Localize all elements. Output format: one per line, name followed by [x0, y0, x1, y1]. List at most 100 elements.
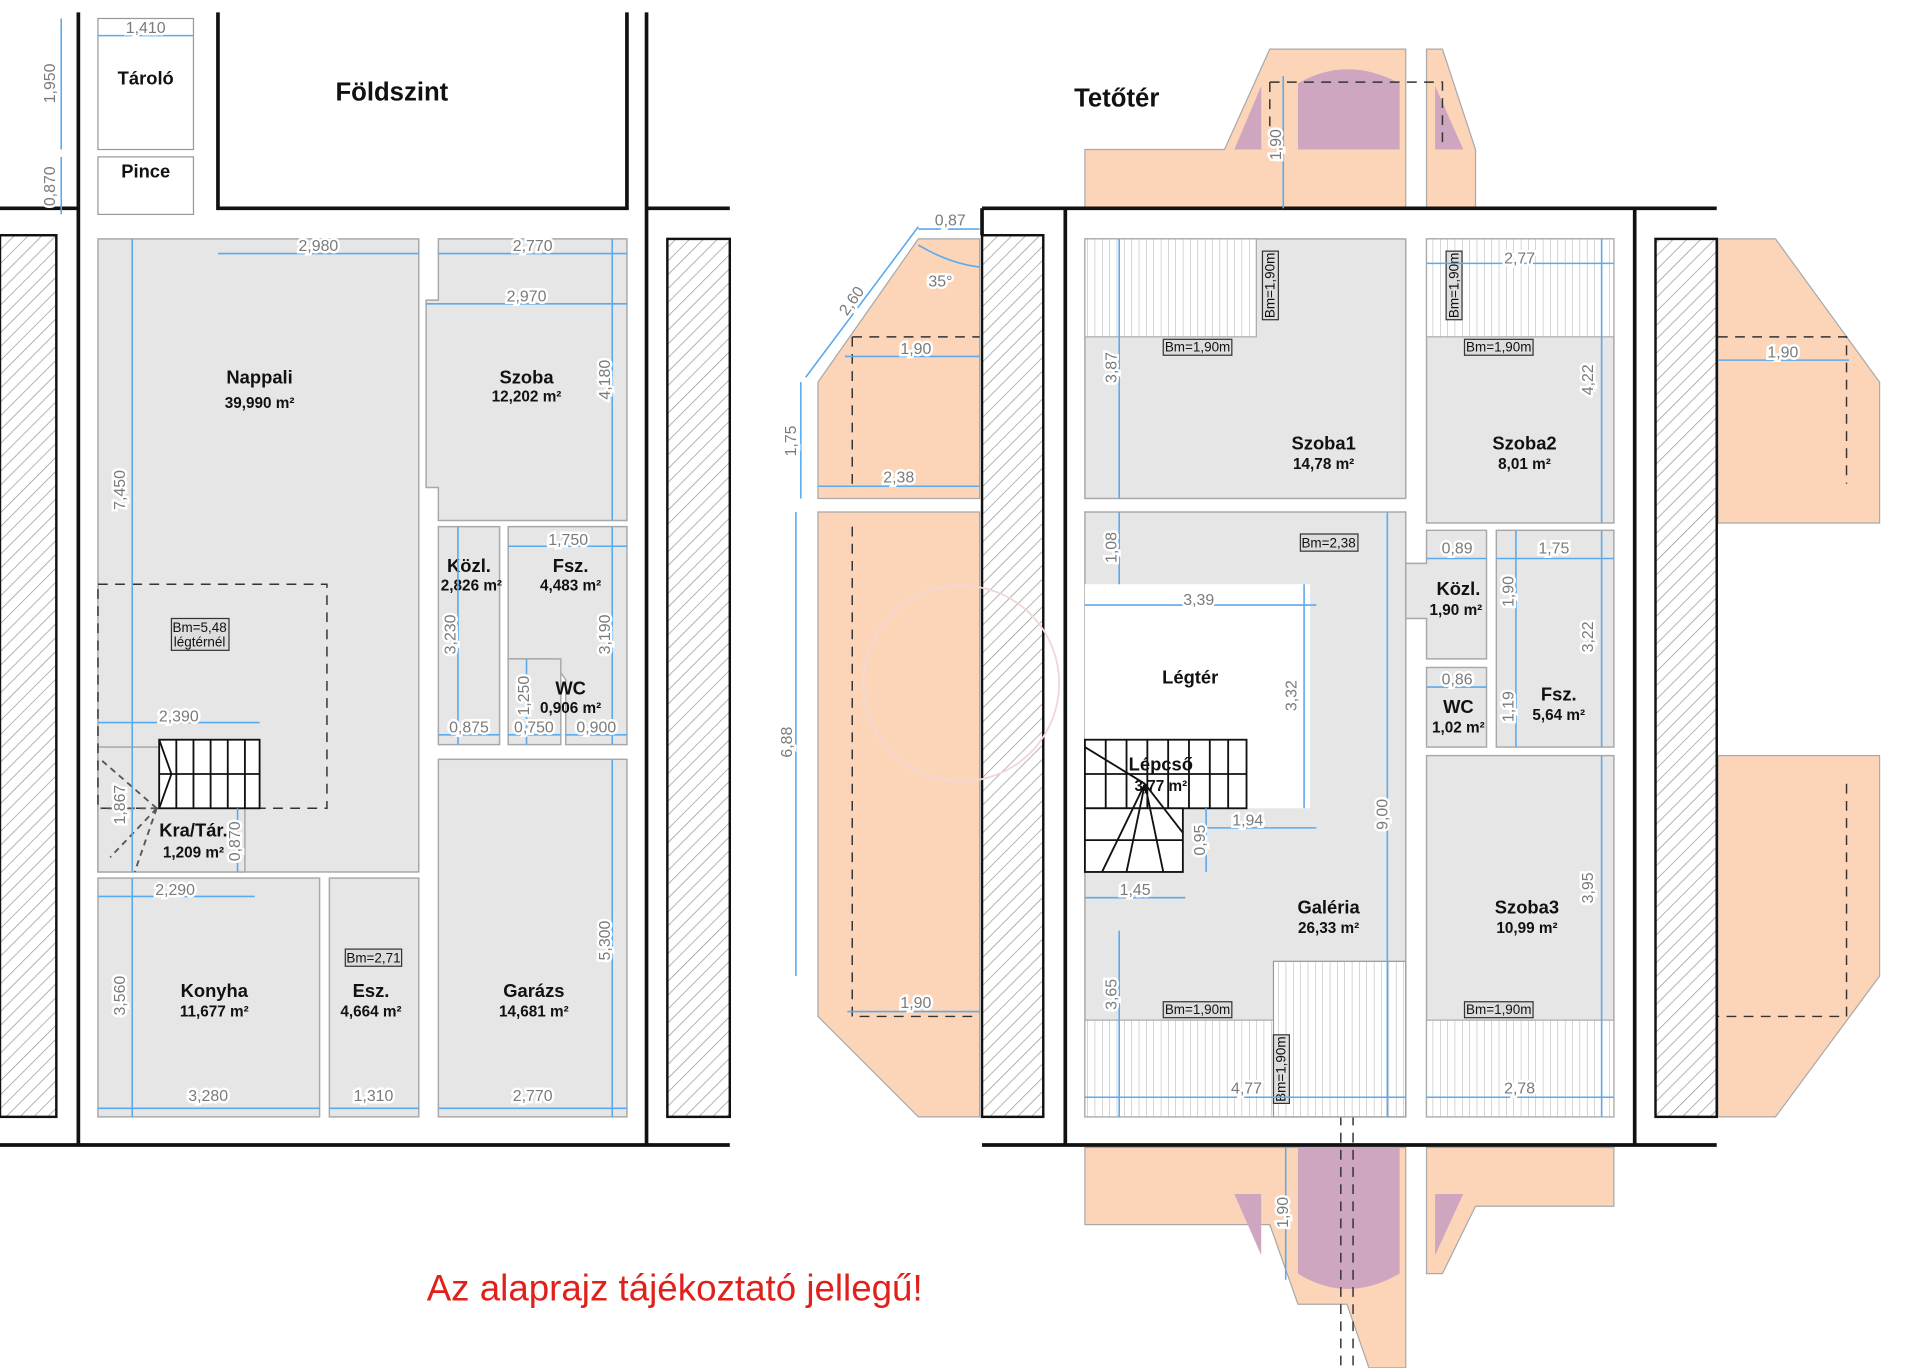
dimension-label: 4,22 [1580, 364, 1597, 395]
dimension-label: 6,88 [779, 727, 796, 758]
room-area: 14,78 m² [1293, 456, 1354, 473]
room-area: 11,677 m² [180, 1003, 249, 1020]
dimension-label: 0,87 [935, 212, 966, 229]
room-label: Közl. [447, 555, 491, 576]
dimension-label: 1,75 [783, 425, 800, 456]
room-area: 1,90 m² [1430, 602, 1483, 619]
dimension-label: 9,00 [1374, 799, 1391, 830]
ceiling-height-label: Bm=1,90m [1466, 1002, 1531, 1017]
room-label: Szoba [499, 366, 554, 387]
room-area: 1,02 m² [1432, 719, 1485, 736]
ceiling-height-label: Bm=1,90m [1165, 1002, 1230, 1017]
roof-gable-left-upper [817, 238, 981, 500]
room-label: Garázs [503, 980, 564, 1001]
room-area: 26,33 m² [1298, 920, 1359, 937]
room-area: 39,990 m² [225, 395, 295, 412]
room-wc [507, 658, 562, 746]
ground-floor-title: Földszint [335, 79, 448, 107]
dimension-label: 2,390 [159, 708, 199, 725]
room-label: Esz. [353, 980, 390, 1001]
dimension-label: 3,280 [188, 1088, 228, 1105]
room-label: Tároló [118, 68, 174, 89]
dimension-label: 3,230 [443, 614, 460, 654]
ceiling-height-label: Bm=1,90m [1466, 340, 1531, 355]
dimension-label: 0,89 [1442, 541, 1473, 558]
dimension-label: 0,870 [42, 166, 59, 206]
hatched-wall-right [666, 237, 732, 1119]
dimension-label: 1,950 [42, 63, 59, 103]
room-label: WC [1443, 696, 1474, 717]
room-label: Galéria [1297, 897, 1360, 918]
room-pince [97, 156, 195, 216]
dormer-bottom-right [1425, 1146, 1615, 1275]
room-area: 0,906 m² [540, 700, 601, 717]
room-area: 5,64 m² [1532, 707, 1585, 724]
ceiling-height-label: Bm=1,90m [1274, 1036, 1289, 1101]
room-wc [1425, 666, 1488, 748]
room-area: 10,99 m² [1496, 920, 1557, 937]
dimension-label: 1,90 [900, 995, 931, 1012]
attic-dimension-lines [795, 76, 1849, 1280]
room-label: Légtér [1162, 666, 1218, 687]
dimension-label: 3,22 [1580, 621, 1597, 652]
roof-gable-left-lower [817, 511, 981, 1118]
dimension-label: 1,94 [1232, 812, 1263, 829]
dimension-label: 1,90 [1275, 1197, 1292, 1228]
room-area: 4,483 m² [540, 577, 601, 594]
ceiling-height-label: Bm=5,48 [172, 620, 226, 635]
room-szoba [425, 238, 628, 522]
dimension-label: 2,970 [507, 288, 547, 305]
ceiling-height-label: Bm=2,38 [1301, 535, 1355, 550]
room-label: Szoba2 [1492, 433, 1556, 454]
room-area: 4,664 m² [340, 1003, 401, 1020]
dimension-label: 1,90 [1268, 129, 1285, 160]
dimension-label: 5,300 [597, 920, 614, 960]
dimension-label: 3,32 [1284, 680, 1301, 711]
dormer-bottom-window [1297, 1147, 1400, 1289]
dimension-label: 2,78 [1504, 1081, 1535, 1098]
room-kozl [1404, 529, 1488, 660]
dimension-label: 1,310 [354, 1088, 394, 1105]
outer-walls [0, 12, 730, 1147]
staircase-lepcso [1083, 738, 1248, 873]
room-label: Szoba1 [1292, 433, 1356, 454]
ground-floor-plan: Földszint Tároló Pince Nappali 39,990 m²… [0, 12, 732, 1147]
dimension-label: 35° [928, 274, 952, 291]
ceiling-height-note: légtérnél [174, 635, 226, 650]
disclaimer: Az alaprajz tájékoztató jellegű! [427, 1268, 923, 1309]
dimension-label: 7,450 [112, 470, 129, 510]
dimension-label: 0,900 [576, 719, 616, 736]
dormer-top-window [1297, 69, 1400, 150]
dimension-label: 3,65 [1104, 979, 1121, 1010]
roof-gable-right-upper [1717, 238, 1881, 524]
room-label: Fsz. [553, 555, 589, 576]
ground-ceiling-heights: Bm=5,48 légtérnél Bm=2,71 [170, 617, 403, 967]
room-area: 1,209 m² [163, 844, 224, 861]
dimension-label: 3,95 [1580, 872, 1597, 903]
roof-dashed-lines [851, 81, 1848, 1368]
dimension-label: 2,290 [155, 882, 195, 899]
hatched-wall-right [1654, 237, 1718, 1119]
attic-title: Tetőtér [1074, 85, 1159, 113]
dimension-label: 1,75 [1538, 541, 1569, 558]
room-area: 14,681 m² [499, 1003, 569, 1020]
room-label: Fsz. [1541, 684, 1577, 705]
dimension-label: 0,870 [227, 821, 244, 861]
dimension-label: 2,980 [298, 238, 338, 255]
room-label: Lépcső [1129, 753, 1193, 774]
dimension-label: 4,77 [1231, 1081, 1262, 1098]
attic-floor-plan: Tetőtér Szoba1 14,78 m² Szoba2 8,01 m² L… [777, 48, 1881, 1368]
ground-room-labels: Tároló Pince Nappali 39,990 m² Szoba 12,… [118, 68, 602, 1021]
dimension-label: 2,770 [513, 1088, 553, 1105]
attic-dimensions: 0,87 2,60 35° 1,90 1,75 2,38 6,88 1,90 1… [777, 127, 1801, 1231]
dimension-label: 2,770 [513, 238, 553, 255]
attic-room-labels: Szoba1 14,78 m² Szoba2 8,01 m² Légtér Lé… [1129, 433, 1585, 938]
roof-angle-arc [917, 244, 980, 268]
hatched-wall-left [980, 234, 1045, 1119]
watermark-logo [862, 584, 1061, 783]
ceiling-height-label: Bm=1,90m [1263, 253, 1278, 318]
dormer-bottom-triangle [1435, 1194, 1464, 1256]
dimension-label: 0,875 [449, 719, 489, 736]
room-konyha [97, 877, 321, 1118]
sloped-zone [1425, 1019, 1615, 1118]
